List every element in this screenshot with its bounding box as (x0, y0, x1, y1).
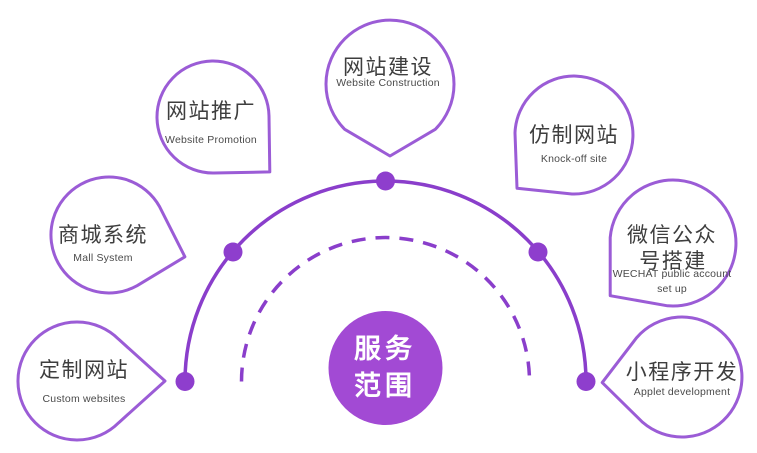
bubble-subtitle-applet-development: Applet development (633, 386, 731, 398)
bubble-title-wechat-line2: 号搭建 (639, 250, 707, 273)
bubble-subtitle-mall-system: Mall System (73, 252, 133, 264)
center-badge-line1: 服务 (354, 334, 416, 364)
bubble-subtitle-knock-off-site: Knock-off site (540, 153, 608, 165)
bubble-shape-website-construction (324, 18, 456, 158)
bubble-title-mall-system: 商城系统 (58, 224, 148, 247)
bubble-subtitle-website-promotion: Website Promotion (165, 134, 257, 146)
node-dot-top (376, 171, 395, 191)
bubble-shape-applet-development (600, 315, 744, 439)
connector-arc-dashed (239, 235, 532, 382)
bubble-shape-knock-off-site (513, 74, 635, 196)
bubble-shape-mall-system (49, 175, 187, 295)
bubble-subtitle-custom-websites: Custom websites (42, 393, 126, 405)
center-badge-line2: 范围 (354, 371, 416, 401)
bubble-shape-custom-websites (16, 320, 167, 442)
node-dot-upper-left (223, 242, 243, 262)
bubble-title-website-promotion: 网站推广 (166, 100, 256, 123)
bubble-title-applet-development: 小程序开发 (625, 361, 739, 384)
bubble-title-website-construction: 网站建设 (343, 56, 433, 79)
node-dot-upper-right (528, 242, 548, 262)
bubble-title-wechat-line1: 微信公众 (627, 224, 717, 247)
bubble-subtitle-wechat-line2: set up (657, 283, 687, 295)
bubble-subtitle-website-construction: Website Construction (336, 77, 440, 89)
bubble-subtitle-wechat-line1: WECHAT public account (612, 268, 732, 280)
bubble-shape-wechat-public-account (608, 178, 738, 308)
center-badge-label: 服务 范围 (354, 331, 416, 405)
bubble-title-custom-websites: 定制网站 (39, 359, 129, 382)
bubble-title-knock-off-site: 仿制网站 (529, 124, 619, 147)
center-badge-circle (328, 311, 443, 425)
node-dot-bottom-left (175, 372, 195, 391)
node-dot-bottom-right (576, 372, 596, 391)
bubble-shape-website-promotion (155, 59, 272, 175)
